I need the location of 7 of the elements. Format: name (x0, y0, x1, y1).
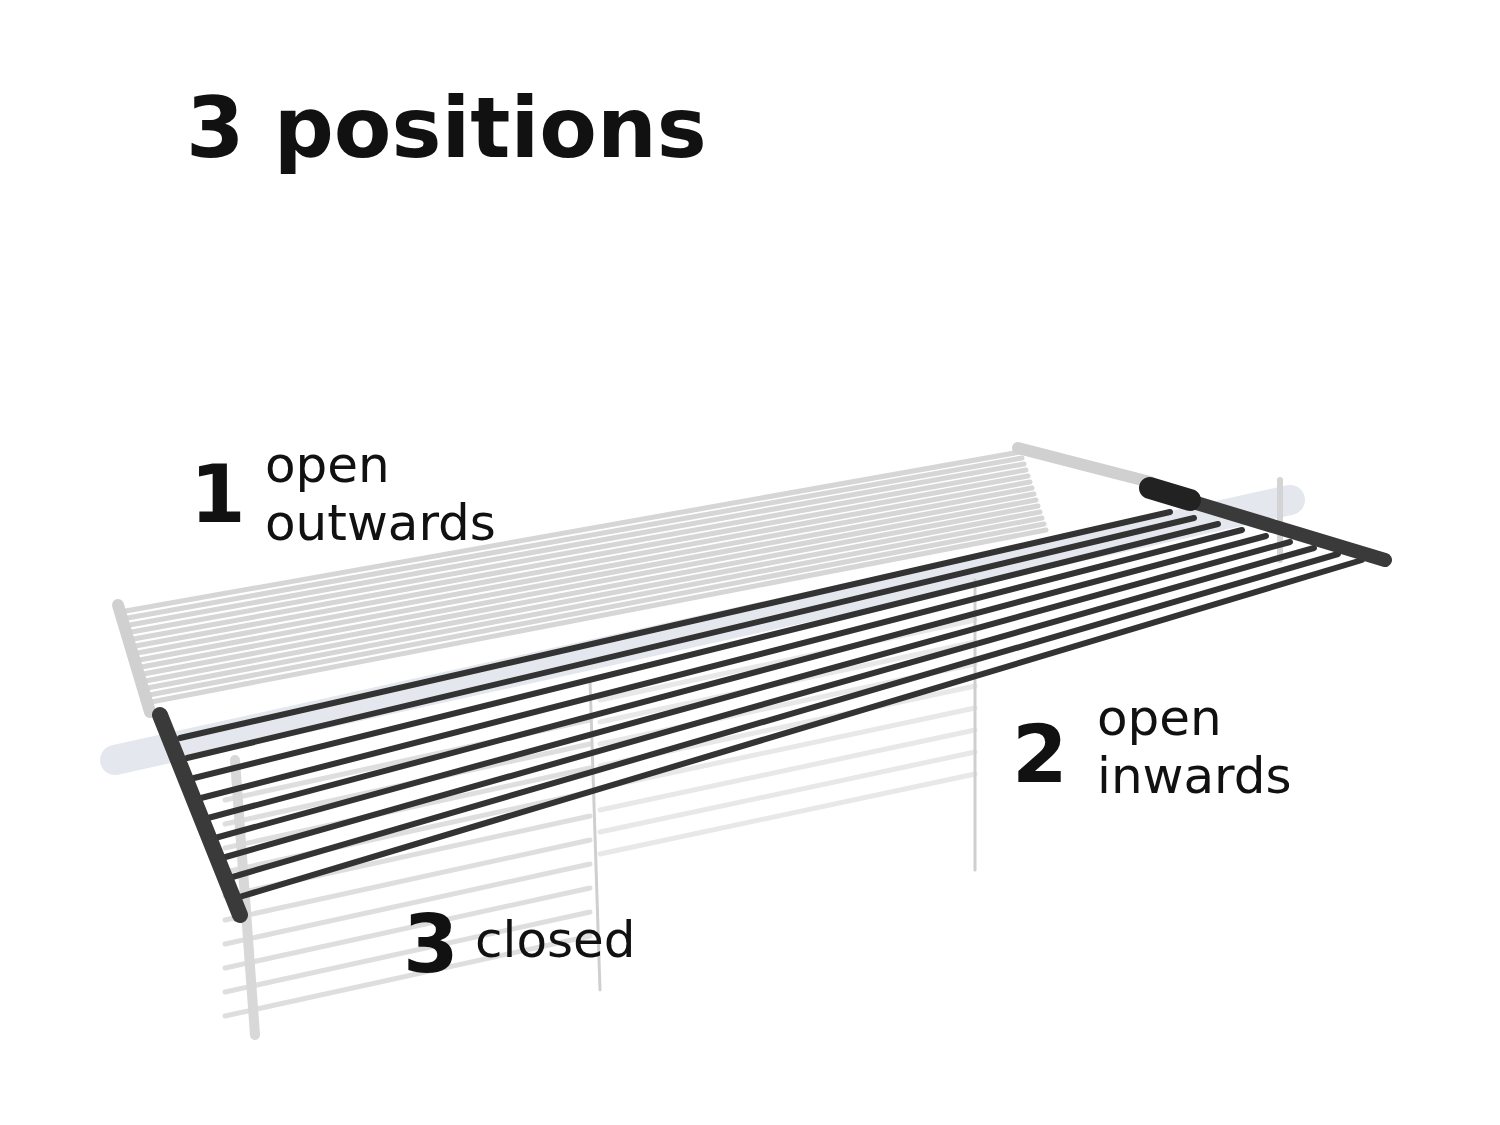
position-label: open inwards (1097, 690, 1293, 805)
title: 3 positions (186, 80, 707, 177)
position-number: 3 (403, 905, 459, 985)
position-number: 2 (1012, 715, 1068, 795)
position-label: closed (475, 912, 637, 970)
position-label: open outwards (265, 437, 497, 552)
position-number: 1 (190, 455, 246, 535)
